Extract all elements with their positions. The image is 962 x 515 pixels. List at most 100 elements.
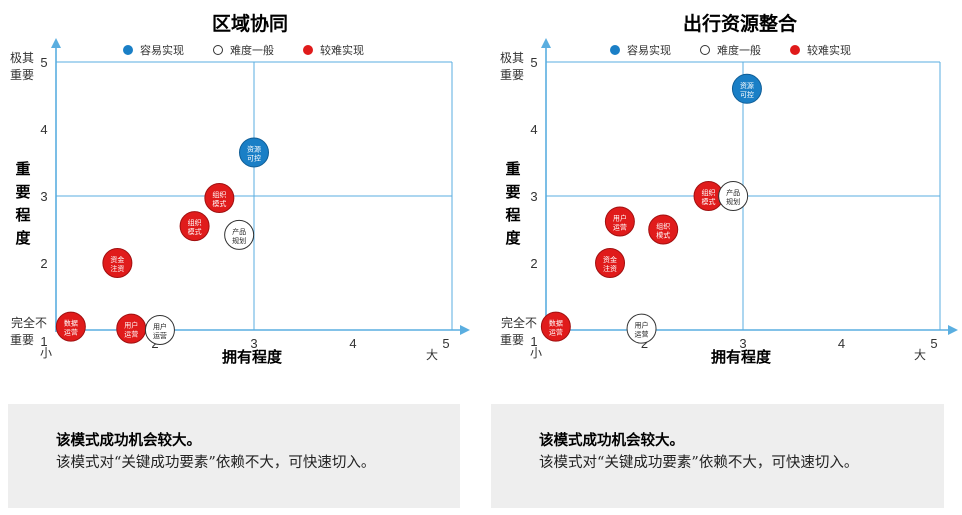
scatter-chart-left: 区域协同容易实现难度一般较难实现123452345小大极其重要完全不重要拥有程度… <box>10 12 470 366</box>
data-point-label-line1: 数据 <box>549 319 563 328</box>
summary-box-right: 该模式成功机会较大。 该模式对“关键成功要素”依赖不大，可快速切入。 <box>491 404 944 508</box>
data-point-label-line2: 运营 <box>124 330 138 339</box>
data-point-marker <box>731 73 762 104</box>
legend-marker-1 <box>123 45 133 55</box>
data-point-label-line2: 模式 <box>656 231 670 240</box>
data-point-marker <box>648 214 679 245</box>
x-tick-label: 2 <box>641 336 648 351</box>
legend-label-1: 容易实现 <box>140 43 184 57</box>
y-axis-title-char: 程 <box>505 206 520 224</box>
x-min-label: 小 <box>40 346 52 360</box>
y-axis-arrow <box>51 38 61 48</box>
data-point-label-line2: 运营 <box>549 328 563 337</box>
chart-title: 出行资源整合 <box>683 12 798 35</box>
y-tick-label: 5 <box>40 55 47 70</box>
data-point-marker <box>179 211 210 242</box>
y-tick-label: 1 <box>530 334 537 349</box>
y-axis-title-char: 程 <box>15 206 30 224</box>
legend-marker-3 <box>303 45 313 55</box>
y-max-label-line1: 极其 <box>500 51 524 65</box>
y-axis-title-char: 度 <box>15 229 31 247</box>
data-point-label-line2: 规划 <box>232 236 246 245</box>
y-max-label-line2: 重要 <box>10 68 34 82</box>
data-point-marker <box>604 206 635 237</box>
data-point-label-line2: 可控 <box>247 153 261 162</box>
data-point-label-line1: 资源 <box>247 144 261 153</box>
chart-title: 区域协同 <box>212 12 288 35</box>
x-tick-label: 3 <box>739 336 746 351</box>
y-tick-label: 4 <box>40 122 47 137</box>
data-point-label-line2: 运营 <box>635 330 649 339</box>
y-tick-label: 2 <box>40 256 47 271</box>
y-max-label-line1: 极其 <box>10 51 34 65</box>
data-point-label-line2: 模式 <box>702 197 716 206</box>
data-point-label-line1: 资金 <box>603 255 617 264</box>
legend-marker-3 <box>790 45 800 55</box>
y-axis-title-char: 重 <box>15 160 30 178</box>
y-axis-title-char: 要 <box>15 183 30 201</box>
data-point-marker <box>204 183 235 214</box>
legend-marker-2 <box>213 45 223 55</box>
data-point-label-line1: 数据 <box>64 319 78 328</box>
x-axis-arrow <box>948 325 958 335</box>
y-min-label-line2: 重要 <box>500 333 524 347</box>
data-point-label-line2: 模式 <box>212 199 226 208</box>
y-max-label-line2: 重要 <box>500 68 524 82</box>
data-point-marker <box>102 248 133 278</box>
legend-marker-1 <box>610 45 620 55</box>
x-tick-label: 3 <box>250 336 257 351</box>
data-point-label-line1: 产品 <box>726 188 740 197</box>
data-point-label-line1: 用户 <box>153 322 167 331</box>
y-axis-title-char: 要 <box>505 183 520 201</box>
data-point-label-line2: 运营 <box>64 328 78 337</box>
data-point-label-line2: 运营 <box>153 331 167 340</box>
data-point-marker <box>718 181 749 211</box>
data-point-label-line1: 资源 <box>740 81 754 90</box>
y-tick-label: 3 <box>530 189 537 204</box>
data-point-label-line1: 用户 <box>613 213 627 222</box>
summary-body-left: 该模式对“关键成功要素”依赖不大，可快速切入。 <box>56 455 376 471</box>
summary-body-right: 该模式对“关键成功要素”依赖不大，可快速切入。 <box>539 455 859 471</box>
legend-label-3: 较难实现 <box>320 43 364 57</box>
x-axis-title: 拥有程度 <box>222 348 283 366</box>
data-point-label-line1: 用户 <box>124 321 138 330</box>
y-min-label-line1: 完全不 <box>11 315 47 330</box>
data-point-label-line2: 规划 <box>726 197 740 206</box>
x-tick-label: 5 <box>930 336 937 351</box>
data-point-marker <box>540 311 571 342</box>
x-tick-label: 4 <box>349 336 356 351</box>
legend-marker-2 <box>700 45 710 55</box>
y-min-label-line2: 重要 <box>10 333 34 347</box>
data-point-marker <box>55 311 86 342</box>
data-point-label-line2: 可控 <box>740 90 754 99</box>
data-point-label-line1: 资金 <box>110 255 124 264</box>
data-point-label-line2: 运营 <box>613 222 627 231</box>
summary-headline-left: 该模式成功机会较大。 <box>56 432 201 449</box>
y-tick-label: 2 <box>530 256 537 271</box>
legend-label-1: 容易实现 <box>627 43 671 57</box>
y-tick-label: 5 <box>530 55 537 70</box>
x-max-label: 大 <box>914 348 926 362</box>
y-tick-label: 1 <box>40 334 47 349</box>
x-axis-title: 拥有程度 <box>711 348 772 366</box>
data-point-label-line2: 注资 <box>603 264 617 273</box>
legend-label-3: 较难实现 <box>807 43 851 57</box>
x-max-label: 大 <box>426 348 438 362</box>
data-point-label-line1: 组织 <box>702 188 716 197</box>
legend-label-2: 难度一般 <box>230 43 274 57</box>
data-point-label-line1: 组织 <box>188 218 202 227</box>
data-point-label-line1: 用户 <box>635 321 649 330</box>
